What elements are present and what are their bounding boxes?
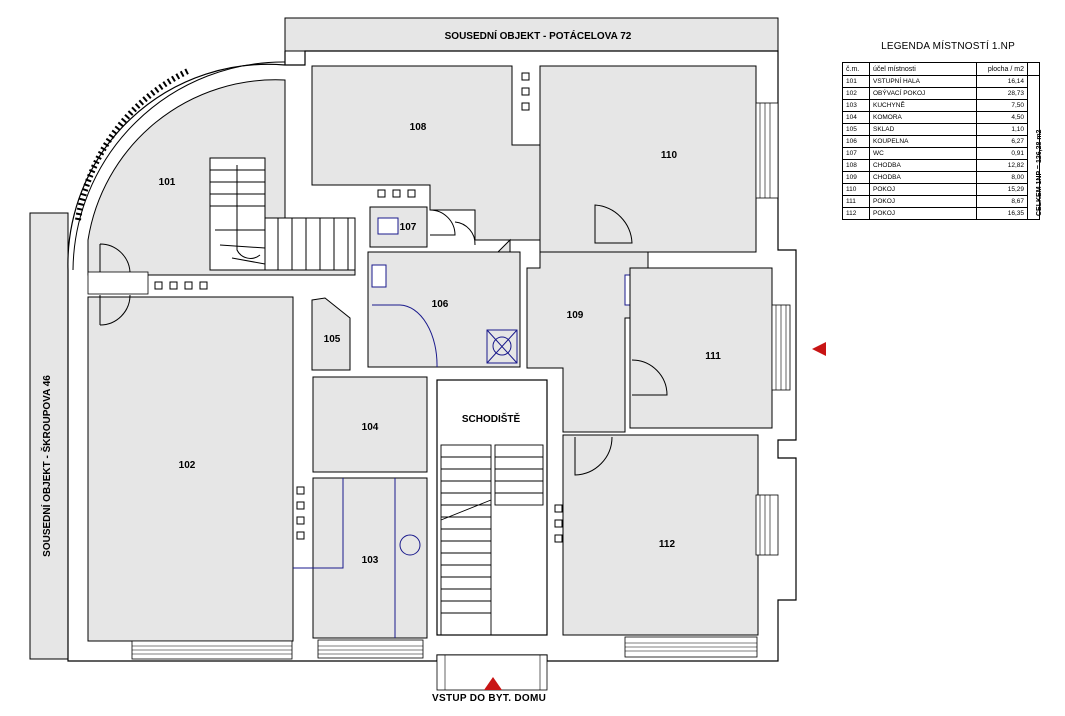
staircase-core (436, 379, 548, 636)
staircase-steps (440, 444, 544, 636)
room-label-101: 101 (159, 177, 176, 188)
room-label-108: 108 (410, 122, 427, 133)
neighbor-top-label: SOUSEDNÍ OBJEKT - POTÁCELOVA 72 (445, 29, 632, 42)
neighbor-left-label: SOUSEDNÍ OBJEKT - ŠKROUPOVA 46 (40, 375, 53, 557)
room-label-106: 106 (432, 299, 449, 310)
room-label-109: 109 (567, 310, 584, 321)
legend-header-area: plocha / m2 (976, 62, 1028, 76)
window-103 (317, 639, 424, 659)
room-label-105: 105 (324, 334, 341, 345)
door-swing-112 (574, 436, 613, 476)
door-swing-110 (594, 204, 633, 244)
door-swing-111 (631, 359, 668, 396)
room-legend: LEGENDA MÍSTNOSTÍ 1.NP č.m. účel místnos… (842, 40, 1050, 220)
room-103-floor (312, 477, 428, 639)
kitchen-hob (399, 534, 421, 556)
bath-door-swing (372, 304, 438, 368)
window-110 (755, 102, 779, 199)
room-label-104: 104 (362, 422, 379, 433)
room-104-floor (312, 376, 428, 473)
window-112 (755, 494, 779, 556)
legend-header-purpose: účel místnosti (869, 62, 977, 76)
entrance-arrow-icon (484, 677, 502, 690)
room-label-107: 107 (400, 222, 417, 233)
door-swing-102 (99, 294, 131, 326)
staircase-101 (209, 157, 356, 271)
legend-header-row: č.m. účel místnosti plocha / m2 (842, 62, 1040, 76)
room-110-floor (539, 65, 757, 253)
neighbor-building-top (284, 17, 779, 52)
room-label-111: 111 (705, 351, 721, 362)
room-111-floor (629, 267, 773, 429)
neighbor-building-left (29, 212, 69, 660)
room-105-floor (311, 297, 351, 371)
room-112-floor (562, 434, 759, 636)
side-entrance-arrow-icon (812, 342, 826, 356)
room-label-110: 110 (661, 150, 678, 161)
wc-fixture (377, 217, 399, 235)
kitchen-counter (293, 478, 396, 638)
room-label-102: 102 (179, 460, 196, 471)
entrance-label: VSTUP DO BYT. DOMU (432, 693, 547, 704)
curved-wall (72, 61, 286, 271)
shower-tray (486, 329, 518, 364)
room-102-floor (87, 296, 294, 642)
legend-title: LEGENDA MÍSTNOSTÍ 1.NP (881, 41, 1015, 52)
legend-total: CELKEM 1NP = 126,28 m2 (1036, 129, 1043, 217)
room-label-112: 112 (659, 539, 676, 550)
legend-header-cm: č.m. (842, 62, 870, 76)
room-label-103: 103 (362, 555, 379, 566)
staircase-label: SCHODIŠTĚ (462, 412, 521, 425)
door-swing-101 (99, 243, 131, 273)
